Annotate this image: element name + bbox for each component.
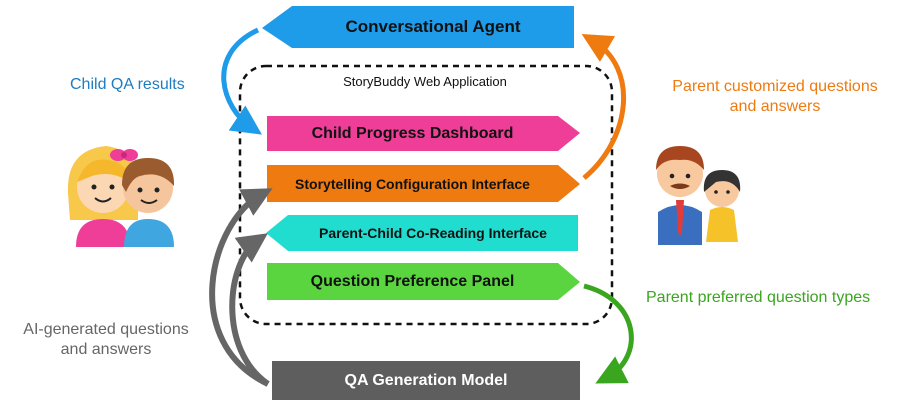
parent-custom-label: Parent customized questions and answers <box>644 77 906 117</box>
parent-custom-line2: and answers <box>729 98 821 115</box>
child-qa-arrow <box>221 27 262 135</box>
child-progress-label: Child Progress Dashboard <box>311 124 514 142</box>
coreading-label: Parent-Child Co-Reading Interface <box>319 225 547 241</box>
child-progress-shape <box>267 116 580 151</box>
storytelling-config-shape <box>267 165 580 202</box>
parent-custom-arrow <box>581 33 626 180</box>
question-pref-label: Question Preference Panel <box>310 272 515 290</box>
parent-custom-line1: Parent customized questions <box>672 78 878 95</box>
coreading-shape <box>266 215 578 251</box>
conversational-agent-label: Conversational Agent <box>345 17 521 36</box>
ai-generated-label: AI-generated questions and answers <box>8 320 204 360</box>
conversational-agent-shape <box>262 6 574 48</box>
child-qa-results-label: Child QA results <box>70 76 185 93</box>
ai-generated-line2: and answers <box>60 341 152 358</box>
app-title: StoryBuddy Web Application <box>343 74 507 89</box>
question-pref-shape <box>267 263 580 300</box>
storytelling-config-label: Storytelling Configuration Interface <box>295 175 530 192</box>
ai-generated-arrow-2 <box>229 233 270 387</box>
parent-preferred-arrow <box>583 283 634 384</box>
parent-preferred-label: Parent preferred question types <box>646 289 871 306</box>
children-icon <box>67 146 175 247</box>
qa-generation-label: QA Generation Model <box>344 371 508 389</box>
ai-generated-arrow-1 <box>209 188 273 387</box>
qa-generation-shape <box>272 361 580 400</box>
ai-generated-line1: AI-generated questions <box>23 321 189 338</box>
parent-child-icon <box>656 146 741 245</box>
